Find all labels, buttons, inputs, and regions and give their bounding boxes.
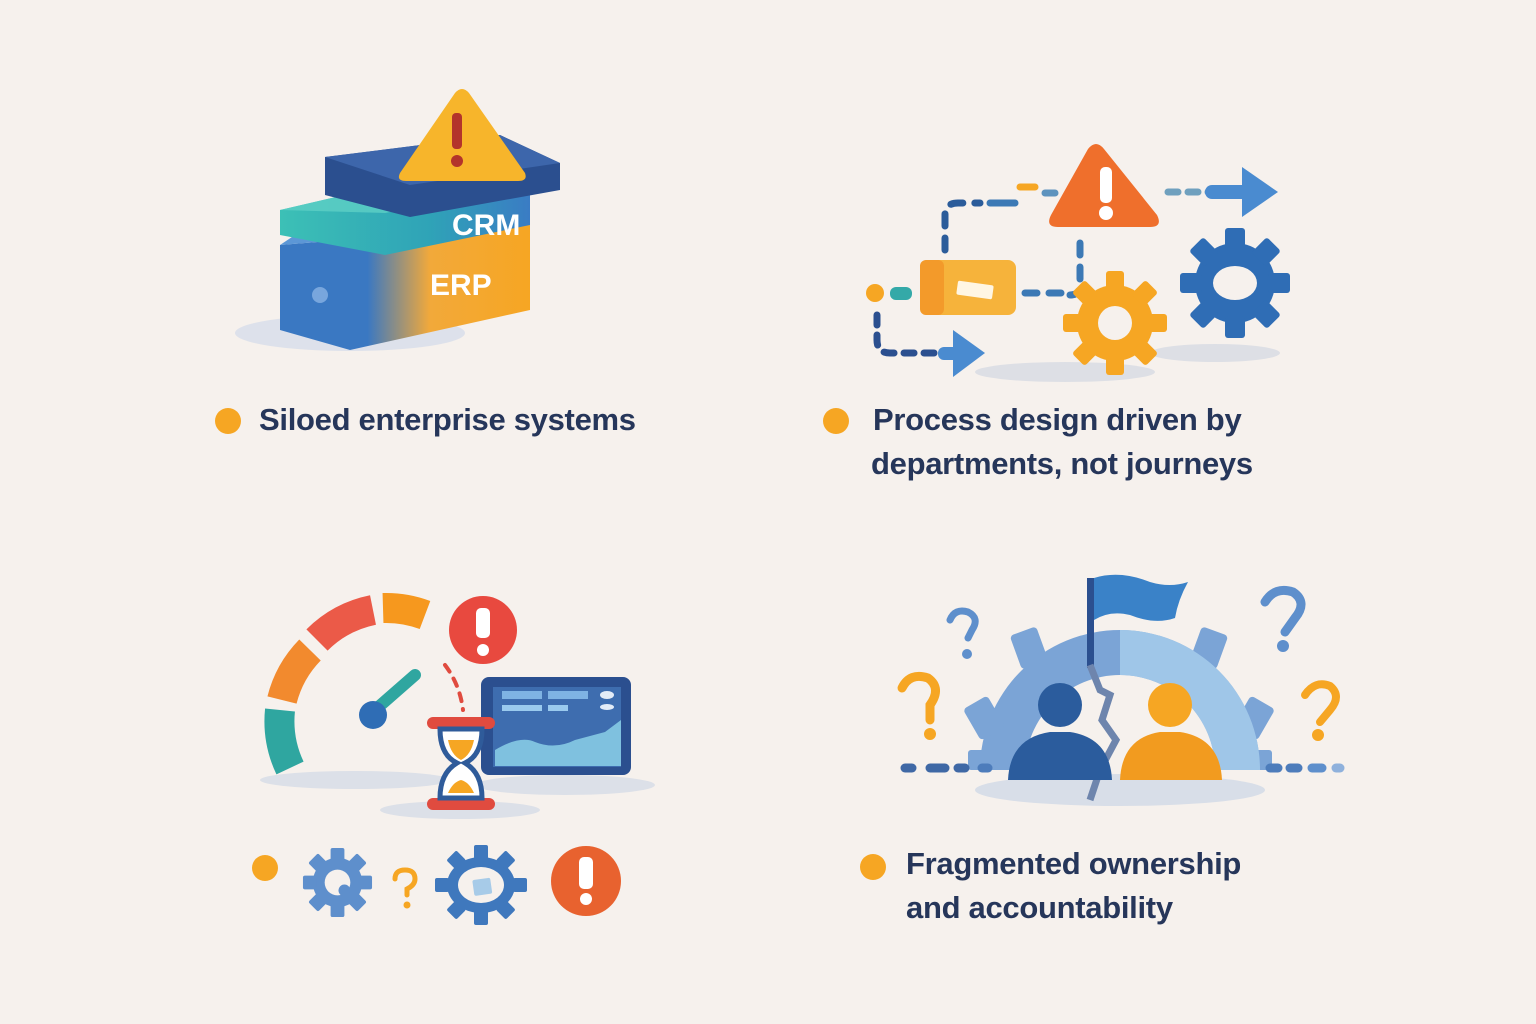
flag-icon	[1087, 574, 1188, 668]
alert-circle-icon	[449, 596, 517, 664]
crm-label: CRM	[452, 209, 520, 242]
process-flow-illustration	[866, 144, 1290, 382]
gear-icon	[1180, 228, 1290, 338]
question-mark-icon	[392, 867, 418, 909]
gear-search-icon	[302, 847, 373, 918]
person-icon	[1008, 683, 1112, 780]
split-team-illustration	[897, 574, 1345, 806]
dashboard-monitor-icon	[481, 677, 631, 775]
question-mark-icon	[1260, 585, 1306, 637]
erp-label: ERP	[430, 269, 492, 302]
question-mark-icon	[1301, 680, 1340, 726]
warning-triangle-icon	[1049, 144, 1159, 227]
gear-icon	[1063, 271, 1167, 375]
start-dot	[866, 284, 884, 302]
warning-triangle-icon	[398, 89, 526, 181]
caption-process-design-line2: departments, not journeys	[871, 446, 1253, 481]
caption-fragmented-line2: and accountability	[906, 890, 1173, 925]
gear-document-icon	[435, 845, 527, 925]
dashed-connectors	[873, 183, 1214, 357]
arrow-right-icon	[938, 330, 985, 377]
stacked-databases-illustration: ERP CRM	[235, 89, 560, 351]
bullet-icon	[215, 408, 241, 434]
question-mark-icon	[946, 607, 979, 642]
process-box-icon	[920, 260, 1016, 315]
arrow-right-icon	[1205, 167, 1278, 217]
bullet-icon	[823, 408, 849, 434]
caption-process-design-line1: Process design driven by	[873, 402, 1242, 437]
hourglass-icon	[427, 717, 495, 810]
gauge-hourglass-dashboard-illustration	[260, 592, 655, 819]
gear-icon	[964, 627, 1274, 770]
question-mark-icon	[897, 671, 940, 725]
person-icon	[1120, 683, 1222, 780]
alert-circle-icon	[551, 846, 621, 916]
bullet-icon	[860, 854, 886, 880]
caption-siloed-systems: Siloed enterprise systems	[259, 402, 636, 437]
bullet-icon	[252, 855, 278, 881]
speedometer-icon	[264, 592, 431, 775]
caption-fragmented-line1: Fragmented ownership	[906, 846, 1242, 881]
bottom-icon-row	[250, 845, 630, 925]
